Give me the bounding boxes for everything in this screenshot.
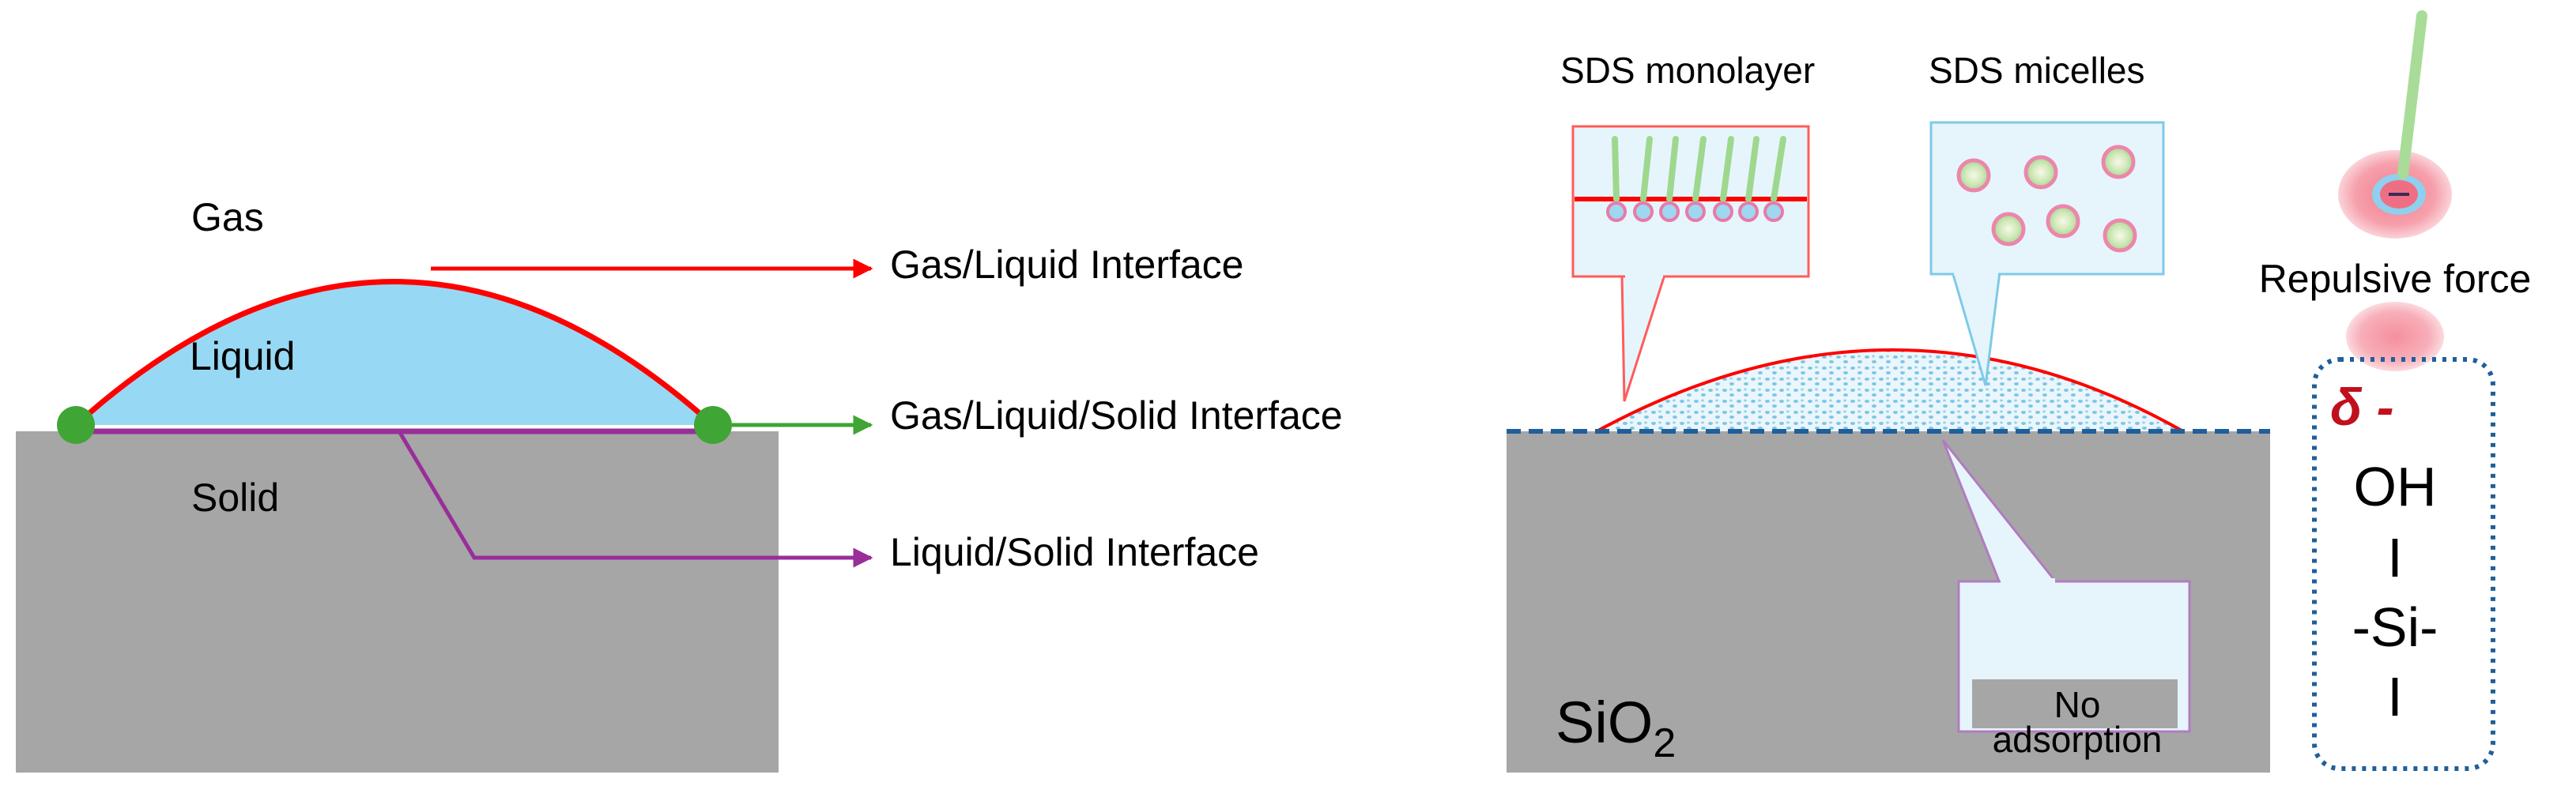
contact-point-right [694, 406, 732, 444]
solid-label: Solid [191, 476, 279, 520]
sio2-label-subscript: 2 [1653, 720, 1676, 766]
silanol-box [2312, 357, 2495, 771]
left-diagram: Gas Liquid Solid Gas/Liquid Interface Ga… [16, 195, 1343, 773]
chem-si: -Si- [2352, 596, 2438, 658]
sds-micelles [1956, 145, 2137, 253]
right-diagram: No adsorption SDS monolayer SDS micelles… [1507, 10, 2532, 773]
no-adsorption-substrate [1972, 679, 2178, 728]
chem-bond-bottom: I [2387, 666, 2402, 728]
chem-oh: OH [2354, 456, 2437, 517]
sds-monolayer-label: SDS monolayer [1560, 50, 1815, 91]
gas-liquid-interface-label: Gas/Liquid Interface [890, 243, 1244, 287]
no-adsorption-label-line1: No [2054, 684, 2101, 725]
no-adsorption-callout-gap-fill [2001, 578, 2055, 585]
micelles-callout-gap-fill [1954, 269, 1998, 276]
sds-monolayer [1575, 136, 1807, 222]
surface-charge-glow [2346, 302, 2444, 371]
sds-molecule-top [2338, 10, 2452, 239]
monolayer-callout-gap-fill [1625, 272, 1663, 278]
sds-micelles-label: SDS micelles [1929, 50, 2145, 91]
sio2-label-main: SiO [1556, 690, 1653, 755]
liquid-solid-arrow [397, 430, 873, 568]
micelles-callout-box [1929, 121, 2165, 276]
liquid-solid-interface-label: Liquid/Solid Interface [890, 530, 1259, 574]
chem-bond-top: I [2387, 527, 2402, 589]
sds-droplet-surface [1596, 348, 2184, 433]
gas-label: Gas [191, 195, 264, 239]
monolayer-callout-pointer [1620, 273, 1667, 402]
no-adsorption-label-line2: adsorption [1993, 719, 2163, 760]
sio2-label: SiO2 [1556, 690, 1676, 766]
gas-liquid-interface-line [74, 279, 715, 427]
gas-liquid-solid-interface-label: Gas/Liquid/Solid Interface [890, 393, 1343, 438]
repulsive-force-label: Repulsive force [2259, 257, 2532, 301]
liquid-label: Liquid [190, 334, 295, 378]
delta-minus-label: δ - [2330, 378, 2394, 436]
contact-point-left [57, 406, 95, 444]
solid-block [16, 431, 779, 773]
